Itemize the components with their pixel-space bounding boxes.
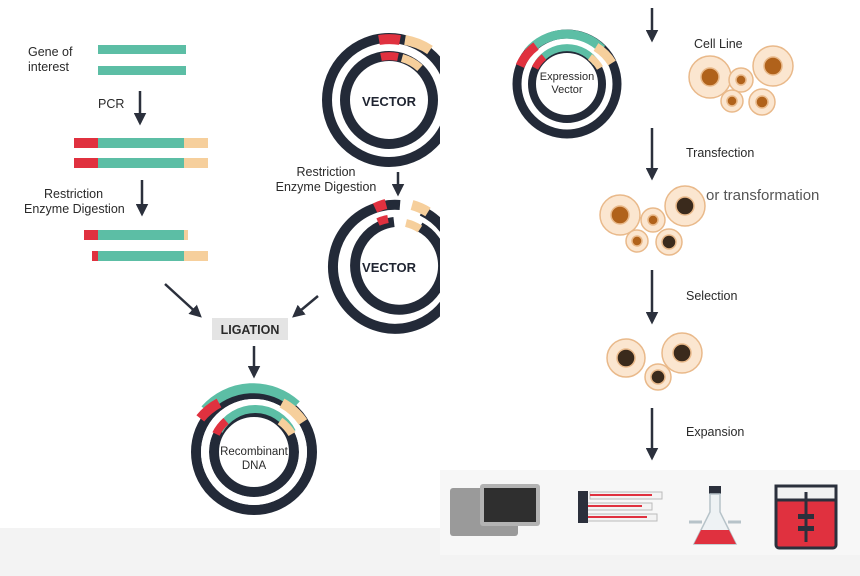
expansion-label: Expansion [686,425,744,439]
ligation-box [212,318,288,340]
bioreactor-icon [774,484,838,550]
selected-cells [606,332,703,391]
insert-to-ligation-arrow [164,283,202,318]
pcr-product [74,138,208,168]
restriction-right-label: Restriction [296,165,355,179]
restriction-left-label-2: Enzyme Digestion [24,202,125,216]
pcr-label: PCR [98,97,124,111]
expression-vector-plasmid [512,29,622,139]
vector-label: VECTOR [362,94,417,109]
or-transformation-label: or transformation [706,187,819,204]
ligation-label: LIGATION [221,323,280,337]
expression-vector-label: Expression [540,71,594,83]
restriction-right-label-2: Enzyme Digestion [276,180,377,194]
flask-stack-icon [578,491,663,523]
expression-workflow-svg: Expression Vector Cell Line Transfection… [440,8,860,555]
recombinant-label: Recombinant [220,446,289,458]
cell-line-cells [688,45,794,116]
gene-of-interest-label: Gene of [28,45,73,59]
gene-of-interest-label-2: interest [28,60,70,74]
left-panel: Gene of interest PCR Restriction Enzyme … [0,0,462,528]
restriction-left-label: Restriction [44,187,103,201]
gene-strand-top [98,45,186,54]
cell-line-label: Cell Line [694,37,743,51]
expression-vector-label-2: Vector [551,84,583,96]
vector-to-ligation-arrow [292,295,319,318]
cut-vector-label: VECTOR [362,260,417,275]
transfected-cells [599,185,706,256]
transfection-label: Transfection [686,146,754,160]
erlenmeyer-flask-icon [689,486,741,545]
selection-label: Selection [686,289,737,303]
cloning-workflow-svg: Gene of interest PCR Restriction Enzyme … [24,33,462,515]
well-plate-icon [450,484,540,536]
recombinant-label-2: DNA [242,460,267,472]
digested-insert [84,230,208,261]
gene-strand-bottom [98,66,186,75]
recombinant-plasmid [191,383,317,515]
right-panel: Expression Vector Cell Line Transfection… [440,0,860,555]
